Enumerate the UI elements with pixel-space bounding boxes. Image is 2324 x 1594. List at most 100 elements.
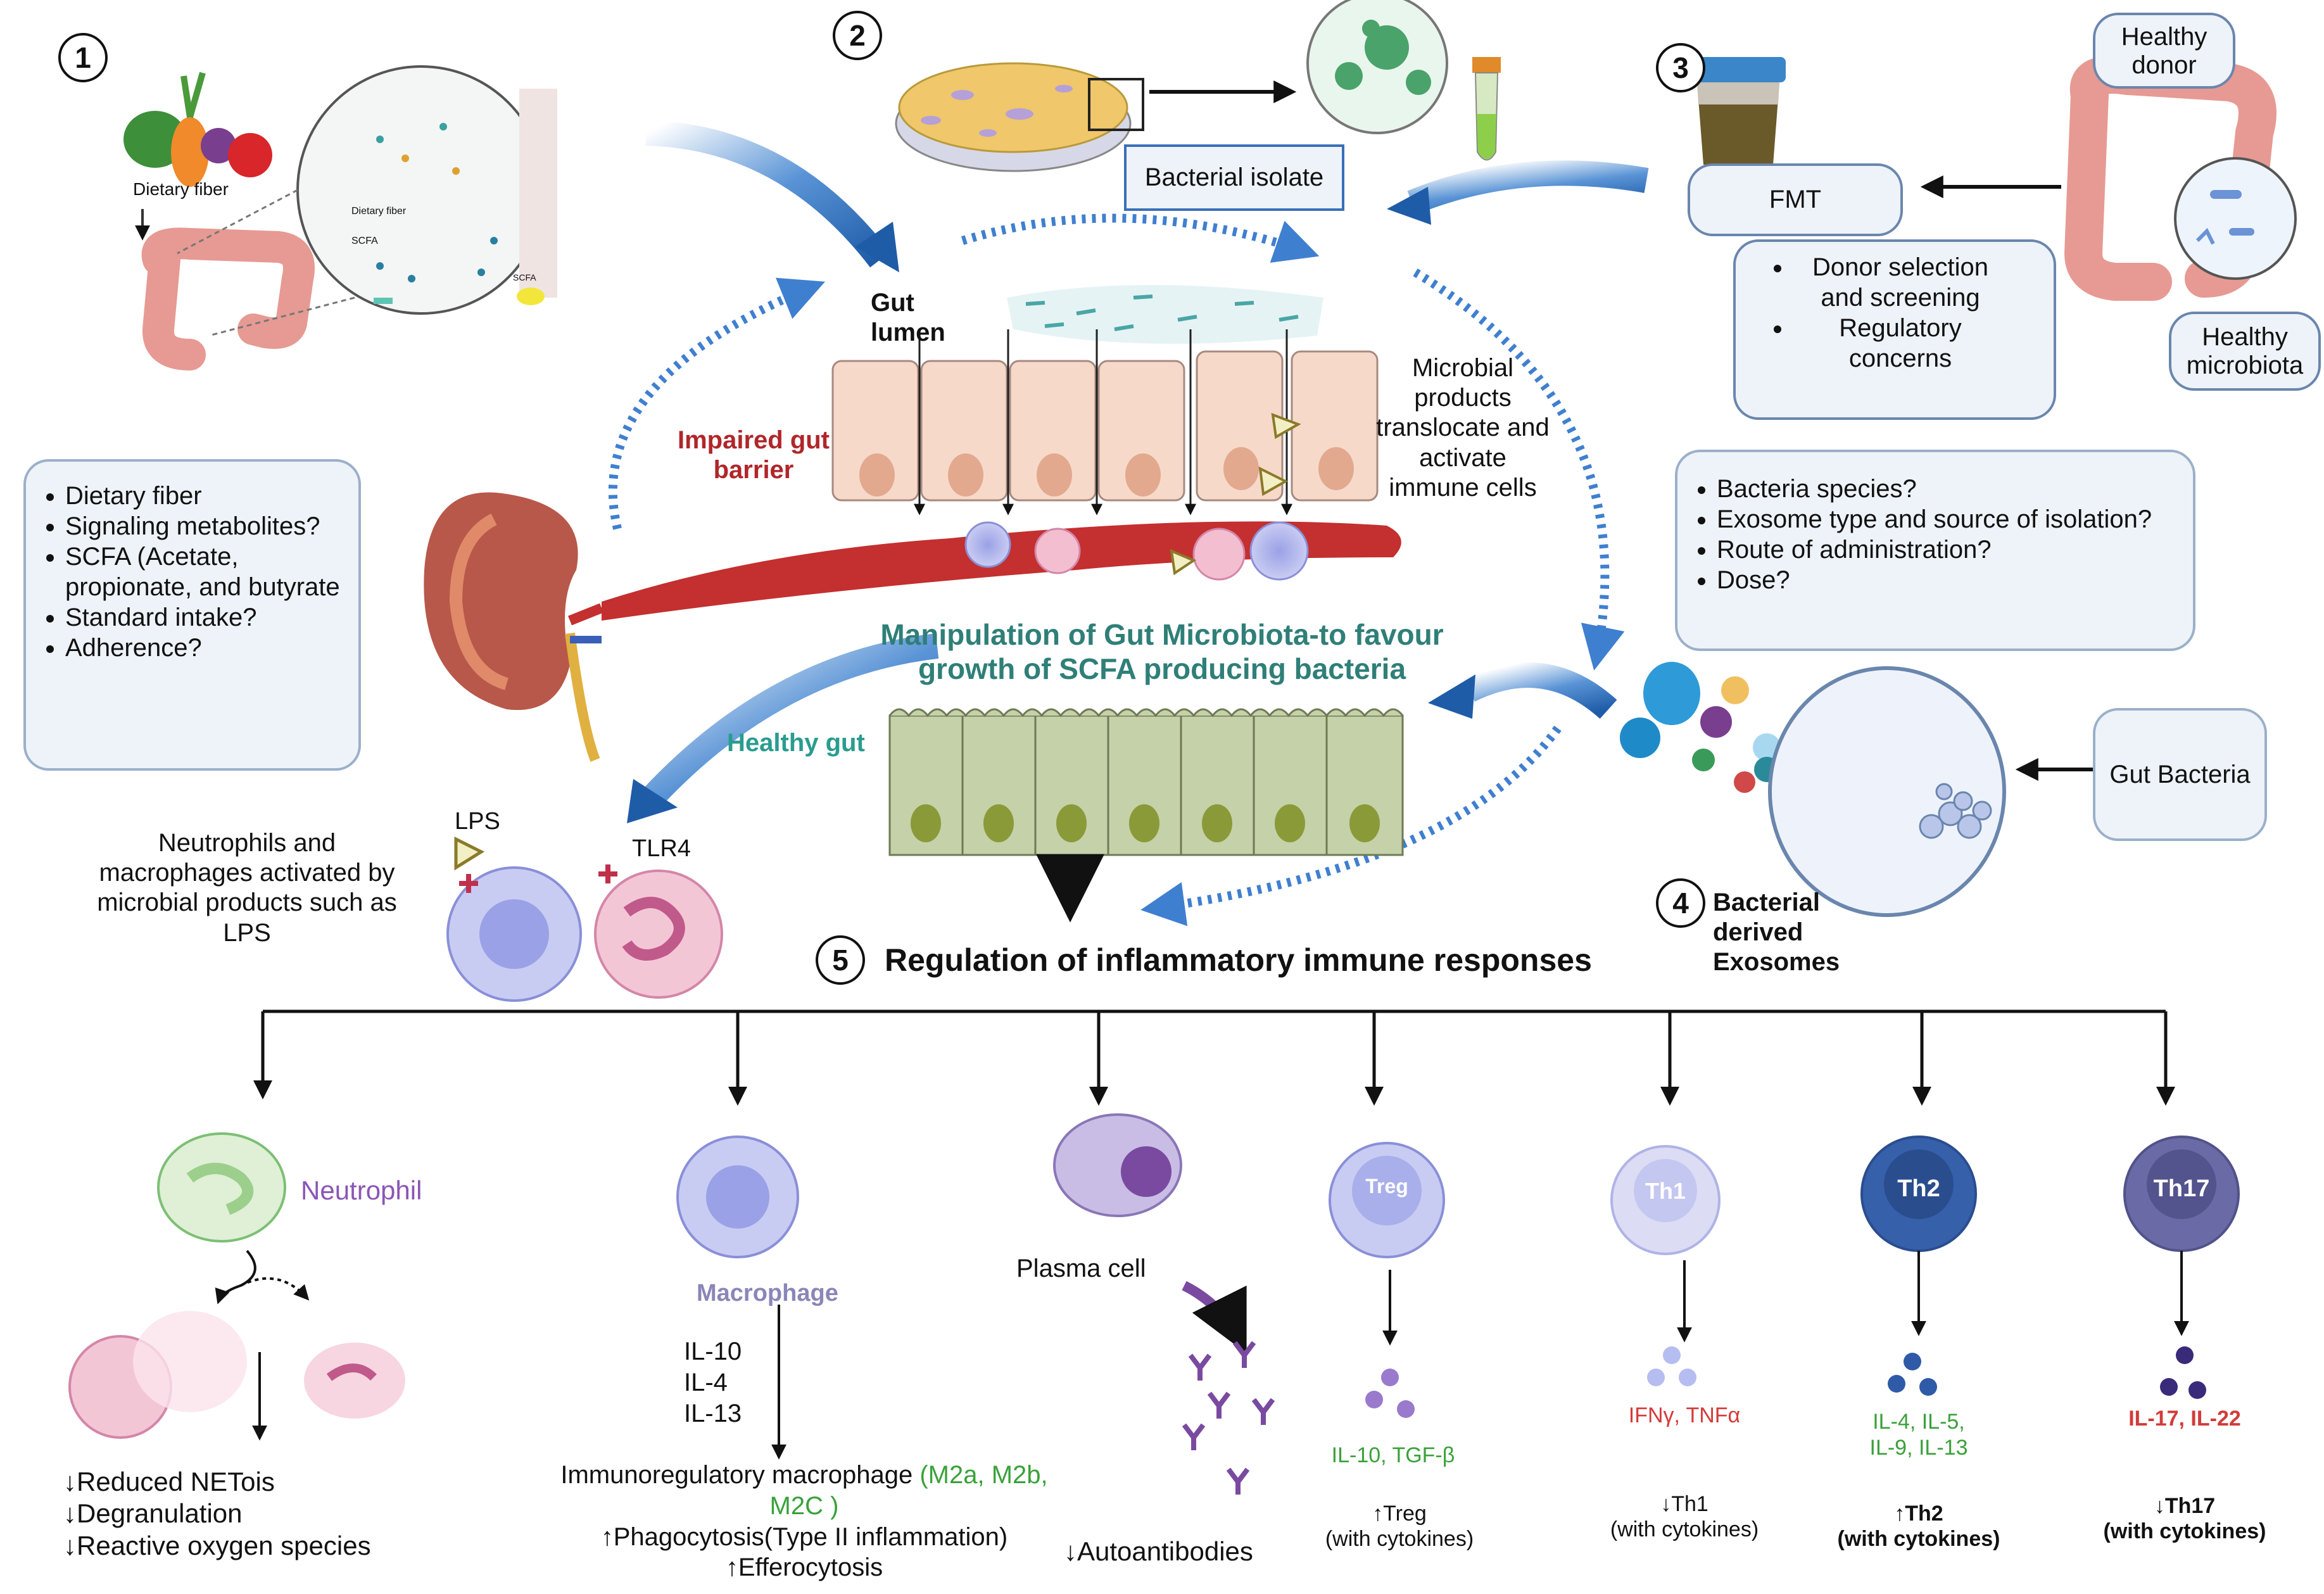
gut-bacteria-box: Gut Bacteria [2093,708,2267,841]
th17-cytokine-dots [2160,1346,2206,1399]
antibodies-icon [1182,1341,1275,1495]
healthy-donor-pill: Healthy donor [2093,13,2235,89]
colonies-zoom-icon [1306,0,1448,134]
dietary-item: SCFA (Acetate, propionate, and butyrate [65,541,358,602]
exosome-question: Dose? [1717,565,2193,595]
bacterium-icon [1768,666,2006,917]
gut-lumen-label: Gut lumen [871,289,945,347]
th17-cytokines: IL-17, IL-22 [2128,1407,2241,1431]
microbial-products-label: Microbial products translocate and activ… [1376,354,1550,502]
fmt-pill: FMT [1688,163,1903,236]
macrophage-cytokine: IL-10 [684,1338,742,1365]
macrophage-lps-icon [446,836,582,1002]
th1-effect-sub: (with cytokines) [1610,1517,1759,1542]
neutrophil-netosis-icon [68,1311,405,1439]
treg-cytokine-dots [1365,1369,1415,1418]
regulation-title: Regulation of inflammatory immune respon… [885,942,1592,978]
impaired-barrier-label: Impaired gut barrier [677,426,830,484]
dietary-item: Adherence? [65,633,358,663]
dotted-arrow-right [1413,269,1625,671]
fmt-item: Regulatory concerns [1793,313,2008,374]
macrophage-cytokine: IL-13 [684,1399,742,1427]
neutrophil-cell-icon [157,1132,286,1243]
tlr4-label: TLR4 [632,835,691,862]
step-number-2: 2 [833,11,882,60]
arrow-fmt-to-center [1407,160,1649,215]
autoantibodies-label: ↓Autoantibodies [1064,1536,1253,1566]
th17-effect-main: ↓Th17 [2154,1494,2216,1518]
immunoregulatory-label: Immunoregulatory macrophage [560,1461,920,1489]
th2-effect: ↑Th2 (with cytokines) [1830,1501,2007,1552]
impaired-epithelium [831,329,1379,516]
macrophage-cytokines: IL-10 IL-4 IL-13 [684,1336,742,1429]
th2-cytokines-line1: IL-4, IL-5, [1872,1410,1965,1434]
neutrophil-effects: ↓Reduced NETois ↓Degranulation ↓Reactive… [63,1466,371,1562]
test-tube-icon [1472,57,1501,161]
treg-effect: ↑Treg (with cytokines) [1323,1501,1475,1552]
th17-label: Th17 [2153,1175,2210,1202]
dietary-fiber-box: Dietary fiber Signaling metabolites? SCF… [23,459,361,771]
neutrophil-label: Neutrophil [301,1175,422,1205]
gut-zoom-circle [177,65,557,337]
dietary-fiber-label: Dietary fiber [133,179,229,199]
th2-cytokine-dots [1888,1353,1937,1396]
step-number-3: 3 [1656,43,1705,92]
macrophage-label: Macrophage [697,1280,838,1306]
step-number-5: 5 [816,935,865,985]
dotted-arrow-left [608,277,825,530]
petri-dish-icon [895,62,1144,172]
colon-icon [141,227,315,370]
macrophage-cell-icon [676,1135,799,1258]
th1-cell-icon [1610,1145,1721,1255]
zoom-scfa-label: SCFA [351,236,378,246]
treg-effect-sub: (with cytokines) [1325,1527,1474,1552]
m2-types: (M2a, M2b, M2C ) [769,1461,1048,1520]
healthy-epithelium [888,708,1404,856]
plasma-cell-label: Plasma cell [1016,1255,1146,1282]
exosome-spheres [1620,662,1781,793]
neutrophils-macrophages-text: Neutrophils and macrophages activated by… [97,829,397,947]
bacterial-isolate-box: Bacterial isolate [1124,144,1344,211]
th17-cell-icon [2123,1135,2240,1252]
neutrophil-effect: ↓Degranulation [63,1498,243,1529]
fmt-concerns-box: Donor selection and screening Regulatory… [1733,239,2056,420]
dietary-item: Standard intake? [65,602,358,633]
exosome-question: Exosome type and source of isolation? [1717,504,2193,534]
kidney-icon [424,492,603,762]
th1-effect-main: ↓Th1 [1660,1492,1708,1516]
healthy-microbiota-pill: Healthy microbiota [2169,312,2321,391]
arrow-kidney-to-cells [636,633,939,813]
donor-colon-icon [2064,56,2297,301]
lps-label: LPS [455,808,500,835]
healthy-gut-label: Healthy gut [727,729,865,757]
th2-effect-main: ↑Th2 [1894,1502,1943,1526]
treg-effect-main: ↑Treg [1372,1502,1427,1526]
arrow-exosome-to-center [1463,662,1617,719]
treg-cell-icon [1329,1142,1445,1258]
dotted-arrow-top [961,213,1320,263]
step-number-1: 1 [58,33,108,82]
dietary-item: Dietary fiber [65,481,358,511]
efferocytosis-label: ↑Efferocytosis [725,1553,883,1582]
arrow-gut-to-center [645,120,890,268]
step-number-4: 4 [1656,878,1705,928]
vegetables-icon [123,72,272,187]
macrophage-effects: Immunoregulatory macrophage (M2a, M2b, M… [557,1460,1051,1583]
stool-jar-icon [1691,57,1786,165]
gut-bacteria-cloud [1007,285,1323,344]
th17-effect: ↓Th17 (with cytokines) [2096,1493,2273,1544]
th1-cytokines: IFNγ, TNFα [1628,1403,1741,1427]
th1-label: Th1 [1645,1178,1686,1204]
zoom-dietary-fiber-label: Dietary fiber [351,206,407,217]
treg-cytokines: IL-10, TGF-β [1331,1443,1455,1467]
manipulation-title: Manipulation of Gut Microbiota-to favour… [880,618,1444,686]
regulation-tree [253,1009,2175,1106]
neutrophil-effect: ↓Reactive oxygen species [63,1530,371,1560]
fmt-item: Donor selection and screening [1793,252,2008,313]
th2-cytokines: IL-4, IL-5, IL-9, IL-13 [1843,1409,1995,1461]
th2-label: Th2 [1897,1175,1940,1202]
dotted-arrow-bottom [1140,725,1562,927]
dietary-item: Signaling metabolites? [65,511,358,541]
th1-effect: ↓Th1 (with cytokines) [1602,1491,1767,1542]
